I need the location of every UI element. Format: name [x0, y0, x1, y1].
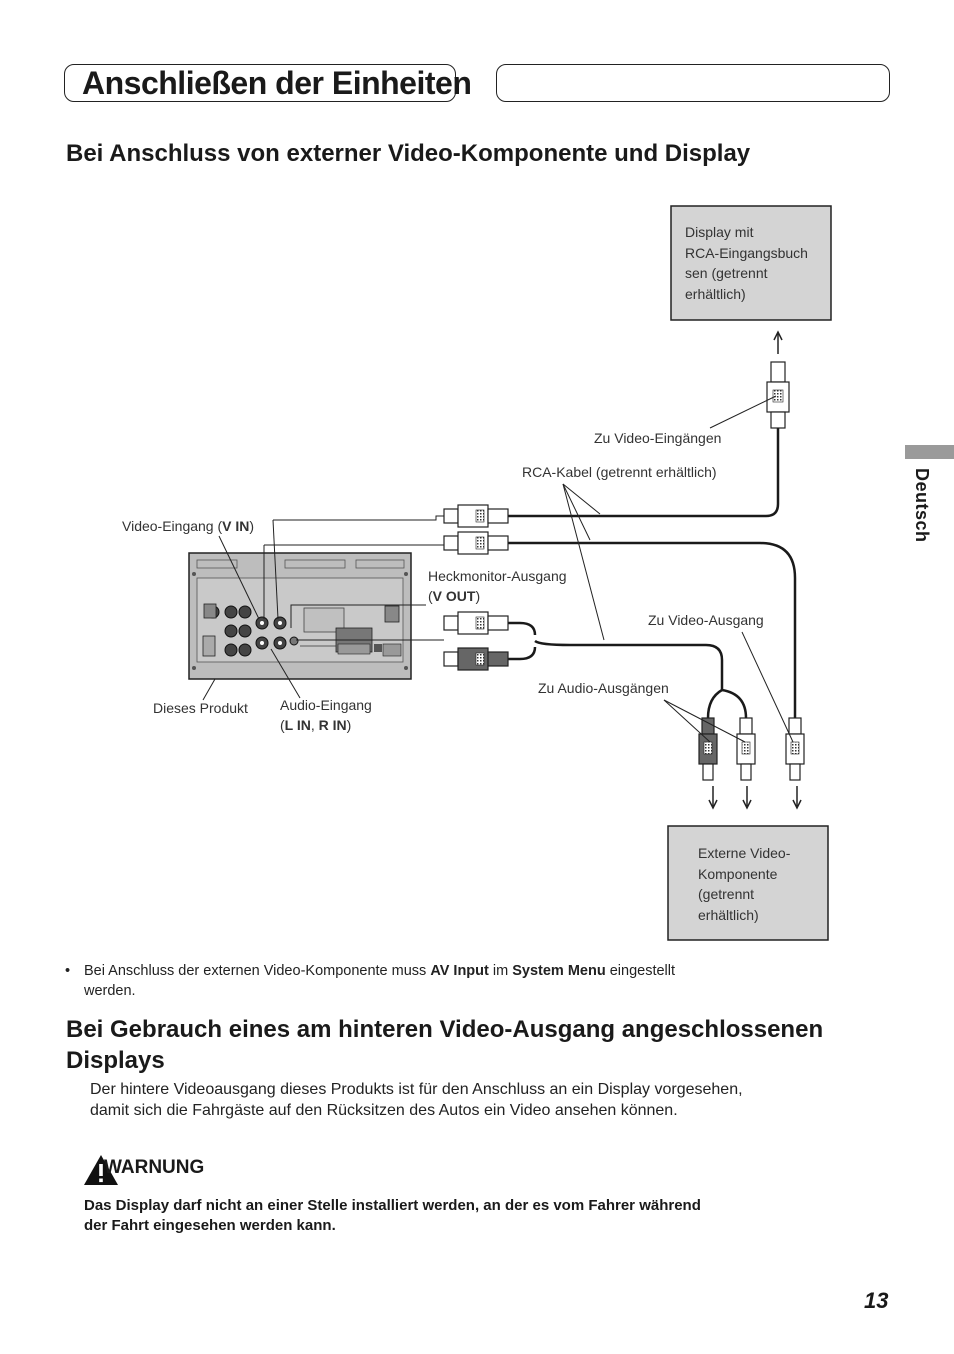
label-this-product: Dieses Produkt [153, 700, 248, 716]
rca-plug-icon [443, 647, 509, 671]
bullet-line: werden. [84, 983, 136, 999]
label-bold: V IN [222, 518, 250, 534]
display-box-line: sen (getrennt [685, 265, 768, 281]
bullet-note: Bei Anschluss der externen Video-Kompone… [84, 961, 804, 1001]
display-box-label: Display mit RCA-Eingangsbuch sen (getren… [685, 222, 808, 304]
page-title: Anschließen der Einheiten [82, 65, 472, 101]
label-text: ) [346, 717, 352, 733]
label-video-input: Video-Eingang (V IN) [122, 516, 254, 536]
label-to-video-inputs: Zu Video-Eingängen [594, 430, 722, 446]
bullet-bold: System Menu [512, 963, 606, 979]
bullet-marker: • [65, 963, 71, 979]
bullet-text: im [488, 963, 513, 979]
header-empty-frame [496, 64, 890, 102]
label-text: ( [280, 717, 285, 733]
paragraph-line: damit sich die Fahrgäste auf den Rücksit… [90, 1102, 678, 1119]
bullet-text: Bei Anschluss der externen Video-Kompone… [84, 963, 431, 979]
paragraph-line: Der hintere Videoausgang dieses Produkts… [90, 1081, 743, 1098]
section2-paragraph: Der hintere Videoausgang dieses Produkts… [90, 1079, 743, 1121]
label-line: (L IN, R IN) [280, 715, 372, 735]
label-bold: L IN [284, 717, 311, 733]
rca-plug-icon [443, 611, 509, 635]
title-frame [64, 64, 456, 102]
label-text: Video-Eingang ( [122, 518, 223, 534]
heading-line: Bei Gebrauch eines am hinteren Video-Aus… [66, 1016, 824, 1043]
external-box-line: Externe Video- [698, 845, 791, 861]
external-video-box [667, 825, 829, 941]
rca-plug-icon [443, 531, 509, 555]
label-text: Heckmonitor-Ausgang [428, 568, 567, 584]
heading-line: Displays [66, 1047, 165, 1074]
label-text: , [310, 717, 319, 733]
label-text: ) [475, 588, 481, 604]
external-box-line: (getrennt [698, 886, 755, 902]
label-text: ( [428, 588, 433, 604]
label-bold: V OUT [432, 588, 476, 604]
leader-lines [202, 395, 794, 743]
warning-line: der Fahrt eingesehen werden kann. [84, 1217, 336, 1234]
arrow-up-icon [773, 330, 783, 354]
label-rear-monitor-output: Heckmonitor-Ausgang (V OUT) [428, 566, 567, 606]
rca-plug-icon [766, 361, 790, 429]
external-box-line: erhältlich) [698, 906, 759, 923]
display-box-line: erhältlich) [685, 285, 746, 302]
arrow-down-icon [708, 786, 802, 810]
label-audio-input: Audio-Eingang (L IN, R IN) [280, 695, 372, 735]
label-text: ) [249, 518, 255, 534]
language-tab-marker [905, 445, 954, 459]
warning-text: Das Display darf nicht an einer Stelle i… [84, 1196, 701, 1236]
bullet-text: eingestellt [605, 963, 676, 979]
display-box-line: RCA-Eingangsbuch [685, 244, 808, 261]
display-box-line: Display mit [685, 224, 754, 240]
bullet-line: Bei Anschluss der externen Video-Kompone… [84, 961, 804, 981]
label-rca-cable: RCA-Kabel (getrennt erhältlich) [522, 464, 717, 480]
warning-label: WARNUNG [104, 1157, 205, 1178]
page-number: 13 [864, 1288, 889, 1313]
rca-plug-icon [443, 504, 509, 528]
rca-plug-icon [698, 717, 718, 781]
external-box-label: Externe Video- Komponente (getrennt erhä… [698, 843, 790, 925]
display-box [670, 205, 832, 321]
label-line: (V OUT) [428, 586, 567, 606]
warning-line: Das Display darf nicht an einer Stelle i… [84, 1197, 701, 1214]
head-unit-image [188, 552, 412, 680]
section-heading-external-video: Bei Anschluss von externer Video-Kompone… [66, 140, 751, 167]
section-heading-rear-output: Bei Gebrauch eines am hinteren Video-Aus… [66, 1014, 823, 1076]
rca-plug-icon [736, 717, 756, 781]
bullet-bold: AV Input [430, 963, 489, 979]
rca-cables [508, 428, 797, 719]
label-bold: R IN [318, 717, 347, 733]
rca-plug-icon [785, 717, 805, 781]
external-box-line: Komponente [698, 865, 778, 882]
label-to-video-output: Zu Video-Ausgang [648, 612, 764, 628]
label-text: Audio-Eingang [280, 697, 372, 713]
label-to-audio-outputs: Zu Audio-Ausgängen [538, 680, 669, 696]
